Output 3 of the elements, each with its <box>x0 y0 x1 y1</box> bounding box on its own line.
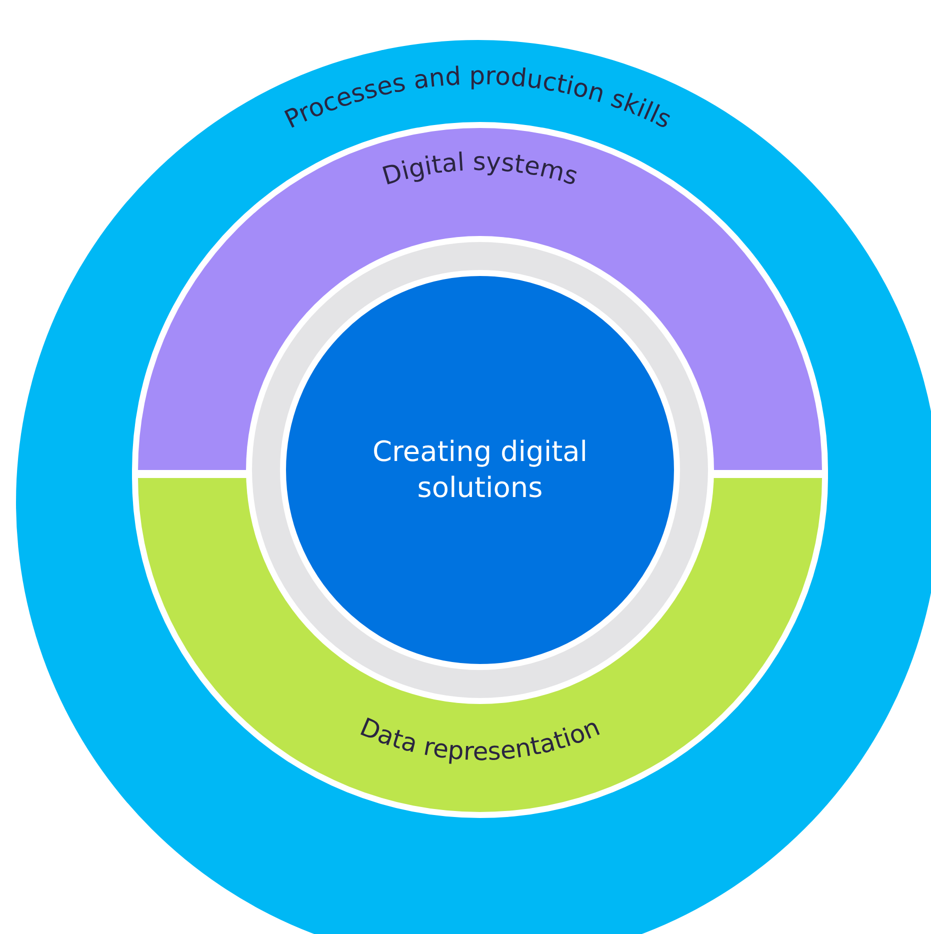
center-label: Creating digital solutions <box>371 434 589 506</box>
ring-label: Data representation <box>356 712 604 766</box>
ring-label: Digital systems <box>378 146 582 191</box>
